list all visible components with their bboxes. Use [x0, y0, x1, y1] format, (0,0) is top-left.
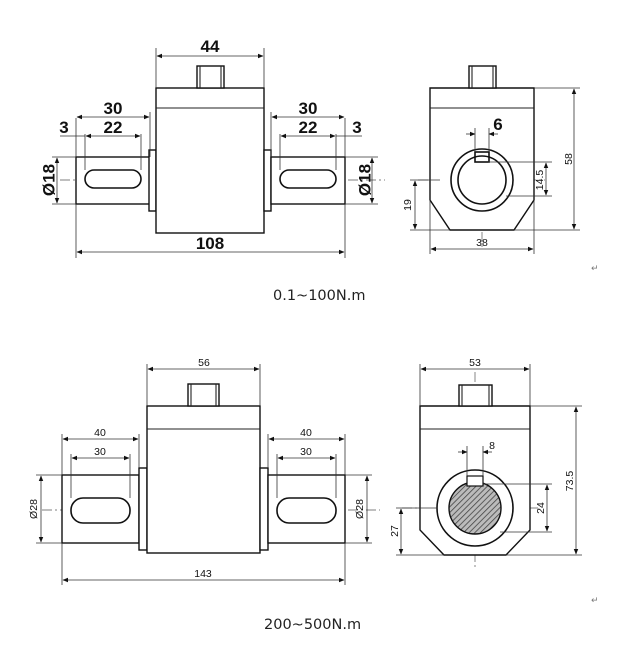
dim-left-30: 30: [94, 446, 106, 458]
dim-length-108: 108: [196, 234, 224, 253]
dim-height-58: 58: [563, 153, 575, 165]
dim-right-30: 30: [299, 99, 318, 118]
dim-right-3: 3: [352, 118, 361, 137]
dim-left-22: 22: [104, 118, 123, 137]
bottom-side-view: 53 8 73.5 27 24: [389, 357, 582, 568]
dim-left-40: 40: [94, 427, 106, 439]
dim-left-30: 30: [104, 99, 123, 118]
dim-dia-left: Ø18: [39, 164, 58, 196]
dim-key-14-5: 14.5: [534, 170, 546, 191]
dim-key-6: 6: [493, 115, 502, 134]
return-mark-icon: ↵: [591, 264, 599, 274]
dim-base-27: 27: [389, 525, 401, 537]
dim-width-44: 44: [201, 37, 220, 56]
dim-base-19: 19: [402, 199, 414, 211]
dim-length-143: 143: [194, 568, 212, 580]
return-mark-icon: ↵: [591, 596, 599, 606]
dim-width-53: 53: [469, 357, 481, 369]
bottom-front-view: 56 40 30 40 30 Ø28 Ø28 143: [28, 357, 380, 585]
top-side-view: 6 58 14.5 19 38: [402, 65, 580, 254]
dim-dia-right: Ø18: [355, 164, 374, 196]
dim-key-8: 8: [489, 440, 495, 452]
dim-dia-left: Ø28: [28, 499, 40, 519]
caption-top-range: 0.1~100N.m: [273, 288, 366, 304]
top-front-view: 44 30 22 3 30 22 3 Ø18 Ø18 108: [39, 37, 385, 258]
dim-right-22: 22: [299, 118, 318, 137]
dim-left-3: 3: [59, 118, 68, 137]
dim-right-40: 40: [300, 427, 312, 439]
dim-width-38: 38: [476, 237, 488, 249]
dim-key-24: 24: [535, 502, 547, 514]
dim-dia-right: Ø28: [354, 499, 366, 519]
caption-bottom-range: 200~500N.m: [264, 617, 362, 633]
dim-height-73-5: 73.5: [564, 471, 576, 492]
dim-right-30: 30: [300, 446, 312, 458]
dim-width-56: 56: [198, 357, 210, 369]
